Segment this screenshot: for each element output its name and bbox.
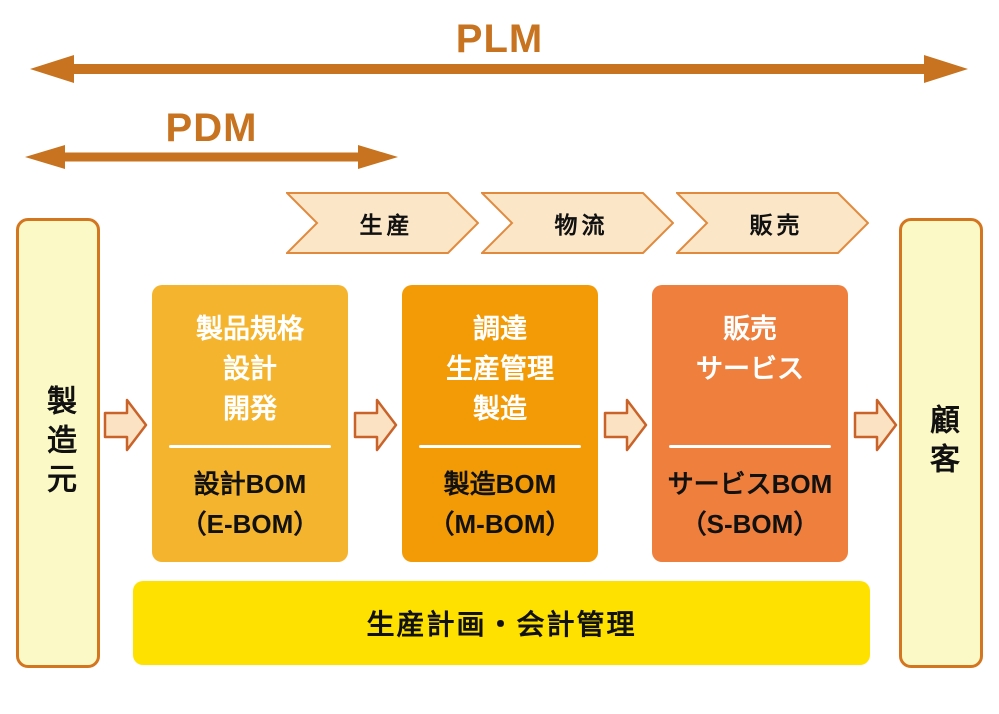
manufacturer-label: 製造元	[42, 384, 75, 502]
pdm-range-arrow-icon	[25, 145, 398, 169]
bottom-bar-label: 生産計画・会計管理	[366, 609, 637, 640]
chevron-arrow-icon	[676, 192, 869, 254]
right-arrow-icon	[603, 398, 648, 452]
pdm-title: PDM	[165, 106, 258, 150]
right-arrow-icon	[103, 398, 148, 452]
phase-line: サービス	[696, 354, 804, 384]
phase-line: 製品規格	[196, 314, 304, 344]
right-arrow-icon	[353, 398, 398, 452]
bom-lines: 設計BOM （E-BOM）	[152, 448, 348, 544]
chevron-label: 販売	[749, 212, 804, 238]
process-box-design: 製品規格 設計 開発 設計BOM （E-BOM）	[152, 285, 348, 562]
bom-line: （S-BOM）	[680, 509, 820, 539]
bom-lines: サービスBOM （S-BOM）	[652, 448, 848, 544]
divider-line	[669, 445, 831, 448]
process-box-manufacturing: 調達 生産管理 製造 製造BOM （M-BOM）	[402, 285, 598, 562]
bom-line: （M-BOM）	[428, 509, 572, 539]
phase-lines: 販売 サービス	[652, 285, 848, 445]
phase-lines: 製品規格 設計 開発	[152, 285, 348, 445]
phase-line: 開発	[223, 394, 277, 424]
plm-title: PLM	[455, 17, 544, 61]
production-planning-accounting-bar: 生産計画・会計管理	[133, 581, 870, 665]
phase-lines: 調達 生産管理 製造	[402, 285, 598, 445]
phase-line: 販売	[723, 314, 777, 344]
phase-line: 設計	[223, 354, 277, 384]
customer-column: 顧客	[899, 218, 983, 668]
divider-line	[419, 445, 581, 448]
phase-line: 製造	[473, 394, 527, 424]
right-arrow-icon	[853, 398, 898, 452]
chevron-arrow-icon	[481, 192, 674, 254]
bom-line: （E-BOM）	[180, 509, 320, 539]
bom-lines: 製造BOM （M-BOM）	[402, 448, 598, 544]
bom-line: サービスBOM	[667, 469, 833, 499]
process-box-sales-service: 販売 サービス サービスBOM （S-BOM）	[652, 285, 848, 562]
chevron-label: 生産	[359, 212, 414, 238]
flow-chevron-logistics: 物流	[481, 192, 674, 254]
flow-chevron-sales: 販売	[676, 192, 869, 254]
flow-chevron-production: 生産	[286, 192, 479, 254]
phase-line: 調達	[473, 314, 527, 344]
phase-line: 生産管理	[446, 354, 554, 384]
chevron-label: 物流	[554, 212, 609, 238]
bom-line: 製造BOM	[443, 469, 557, 499]
customer-label: 顧客	[925, 404, 958, 482]
divider-line	[169, 445, 331, 448]
manufacturer-column: 製造元	[16, 218, 100, 668]
plm-range-arrow-icon	[30, 55, 968, 83]
bom-line: 設計BOM	[193, 469, 307, 499]
chevron-arrow-icon	[286, 192, 479, 254]
